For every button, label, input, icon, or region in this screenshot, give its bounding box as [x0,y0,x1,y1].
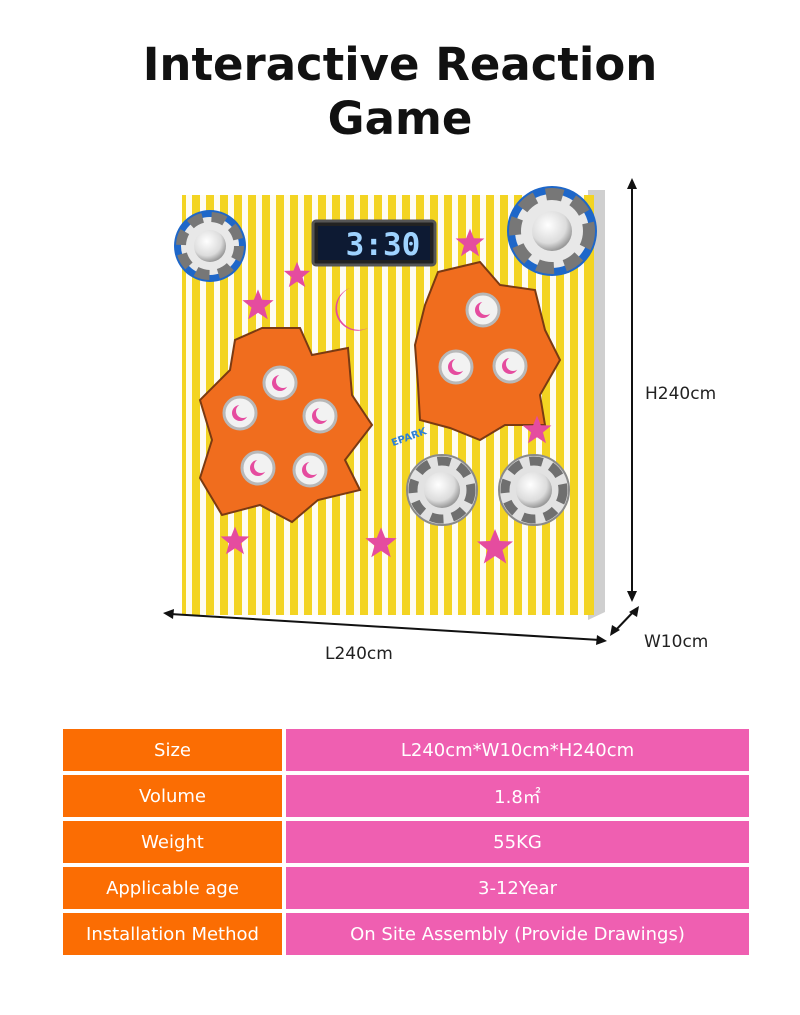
spec-label: Size [63,729,282,771]
width-label: W10cm [644,632,709,652]
spec-label: Weight [63,821,282,863]
moon-buttons [222,292,528,488]
timer-text: 3:30 [346,227,421,263]
dimension-arrows [163,178,639,645]
spec-value: On Site Assembly (Provide Drawings) [286,913,749,955]
length-label: L240cm [325,644,393,664]
grey-knob-left [406,454,478,526]
height-label: H240cm [645,384,717,404]
spec-label: Volume [63,775,282,817]
spec-label: Applicable age [63,867,282,909]
timer-display: 3:30 [311,219,437,267]
spec-value: 55KG [286,821,749,863]
title-line-2: Game [327,92,473,145]
spec-value: L240cm*W10cm*H240cm [286,729,749,771]
right-gear [413,260,562,442]
blue-knob-left [174,210,246,282]
spec-label: Installation Method [63,913,282,955]
title-line-1: Interactive Reaction [142,38,658,91]
spec-value: 1.8㎡ [286,775,749,817]
product-image: 3:30 EPARK [163,178,639,645]
page-title: Interactive Reaction Game [0,38,800,146]
blue-knob-right [507,186,597,276]
spec-value: 3-12Year [286,867,749,909]
grey-knob-right [498,454,570,526]
